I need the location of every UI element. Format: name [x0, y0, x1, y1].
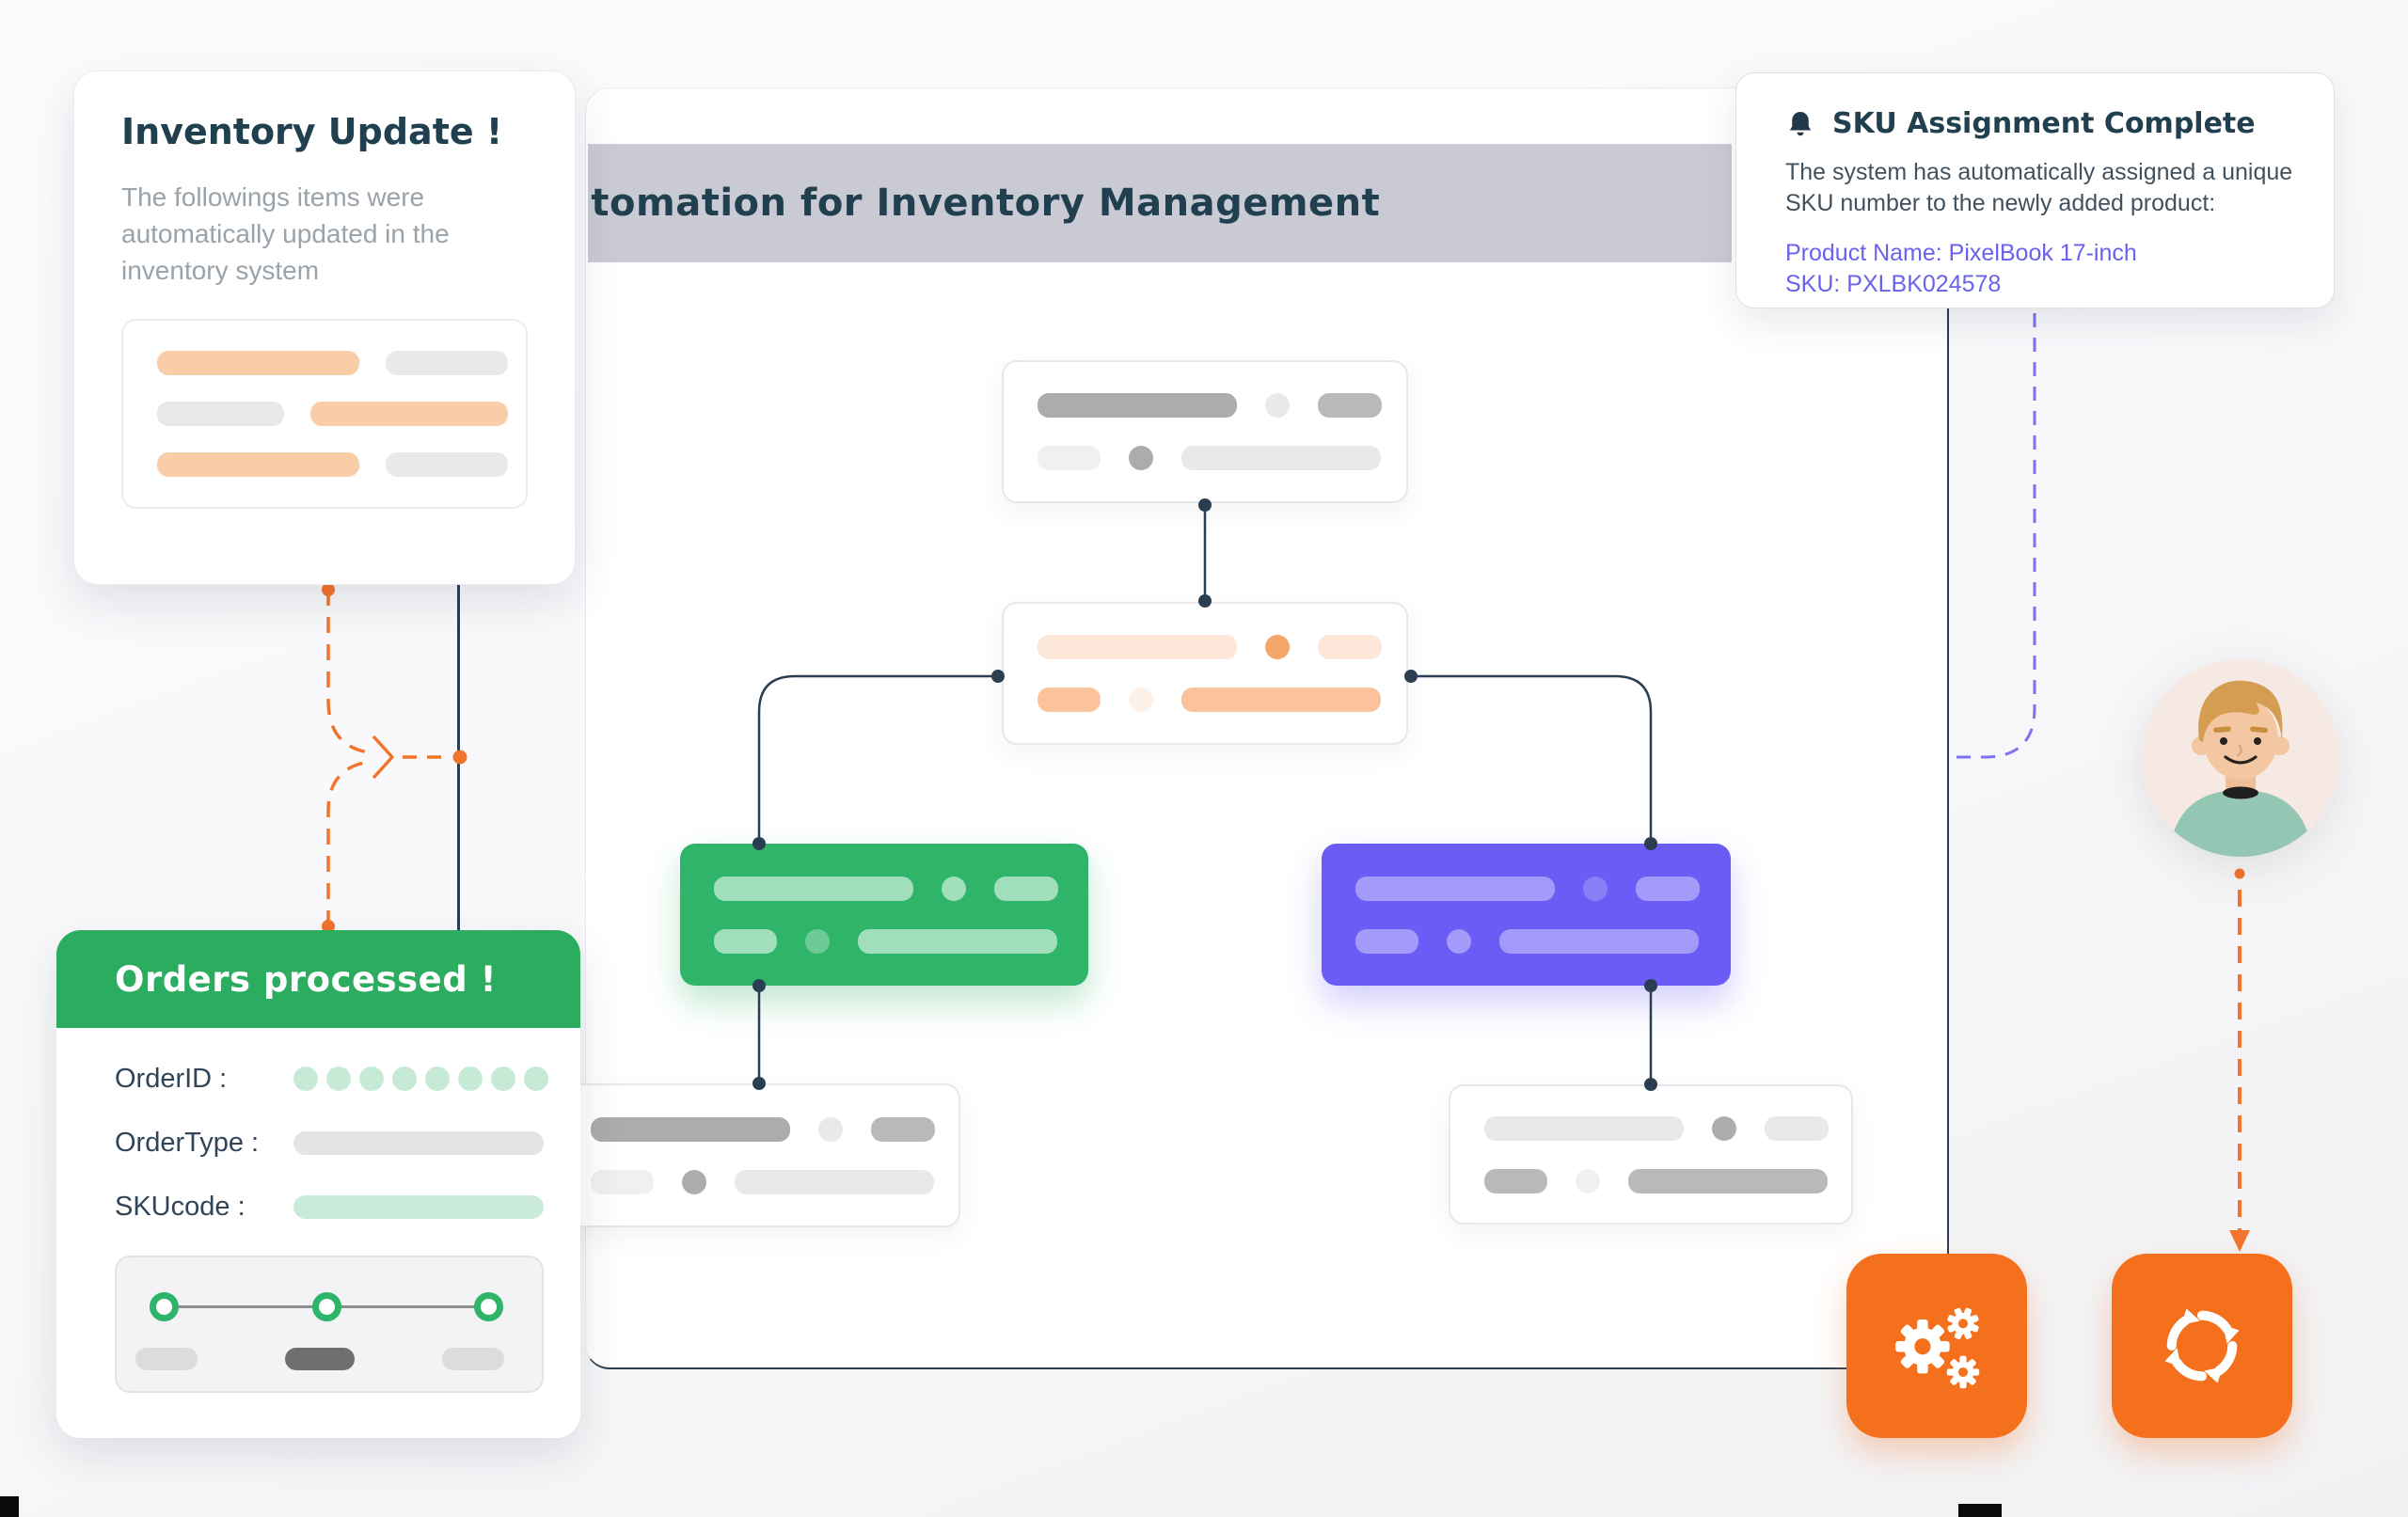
avatar-face [2203, 697, 2278, 780]
orange-arrow-chevron [372, 735, 394, 780]
screen-artifact [0, 1496, 19, 1517]
sku-code-placeholder-bar [293, 1194, 544, 1219]
stepper-step-1 [150, 1292, 179, 1321]
sku-code-row: SKUcode : [115, 1192, 544, 1222]
orange-connector-dots [322, 583, 467, 933]
refresh-cycle-icon [2145, 1288, 2259, 1403]
avatar-dashed-connector [2229, 868, 2250, 1252]
flow-node-green [680, 844, 1088, 986]
sku-code-label: SKUcode : [115, 1191, 246, 1222]
header-banner: Automation for Inventory Management [588, 144, 1732, 262]
inventory-title: Inventory Update ! [121, 111, 503, 152]
down-arrow-icon [2229, 1230, 2250, 1252]
inventory-skeleton-card [121, 319, 528, 509]
gears-icon [1895, 1307, 1980, 1389]
inventory-body: The followings items were automatically … [121, 182, 450, 285]
sku-product-details: Product Name: PixelBook 17-inch SKU: PXL… [1785, 238, 2296, 300]
stepper-step-3 [474, 1292, 503, 1321]
automation-settings-box [1846, 1254, 2027, 1438]
order-id-label: OrderID : [115, 1063, 228, 1094]
order-id-dots [293, 1067, 548, 1091]
flow-node-root [1002, 360, 1408, 503]
sku-card-header: SKU Assignment Complete [1785, 107, 2296, 140]
orders-card-body: OrderID : OrderType : SKUcode : [56, 1028, 580, 1393]
sku-assignment-card: SKU Assignment Complete The system has a… [1735, 72, 2335, 308]
stepper-labels-skeleton [135, 1348, 504, 1370]
user-avatar [2142, 659, 2339, 857]
order-id-row: OrderID : [115, 1063, 548, 1094]
sync-cycle-box [2112, 1254, 2292, 1438]
stepper-step-2 [312, 1292, 341, 1321]
orders-processed-card: Orders processed ! OrderID : OrderType :… [56, 930, 580, 1438]
avatar-choker [2223, 786, 2258, 799]
sku-number: SKU: PXLBK024578 [1785, 271, 2002, 297]
flow-node-leaf-right [1449, 1084, 1853, 1225]
flow-node-leaf-left [531, 1083, 960, 1227]
avatar-shirt [2168, 790, 2313, 857]
orange-dashed-connector [326, 590, 449, 926]
order-type-label: OrderType : [115, 1127, 260, 1158]
screen-artifact [1958, 1504, 2002, 1517]
order-type-row: OrderType : [115, 1128, 544, 1158]
orders-title: Orders processed ! [115, 958, 497, 1000]
avatar-hair [2198, 680, 2283, 742]
sku-body: The system has automatically assigned a … [1785, 159, 2293, 216]
sku-title: SKU Assignment Complete [1832, 107, 2256, 140]
card-spine-line [457, 527, 460, 940]
sku-product-name: Product Name: PixelBook 17-inch [1785, 240, 2137, 266]
inventory-update-card: Inventory Update ! The followings items … [73, 71, 576, 585]
purple-dashed-connector [1955, 313, 2036, 759]
page-title: Automation for Inventory Management [588, 182, 1381, 225]
bell-icon [1789, 111, 1812, 135]
flow-node-level2 [1002, 602, 1408, 745]
flow-node-purple [1322, 844, 1731, 986]
orders-card-header: Orders processed ! [56, 930, 580, 1028]
avatar-smile [2224, 755, 2258, 765]
progress-stepper [115, 1256, 544, 1393]
order-type-placeholder-bar [293, 1130, 544, 1155]
